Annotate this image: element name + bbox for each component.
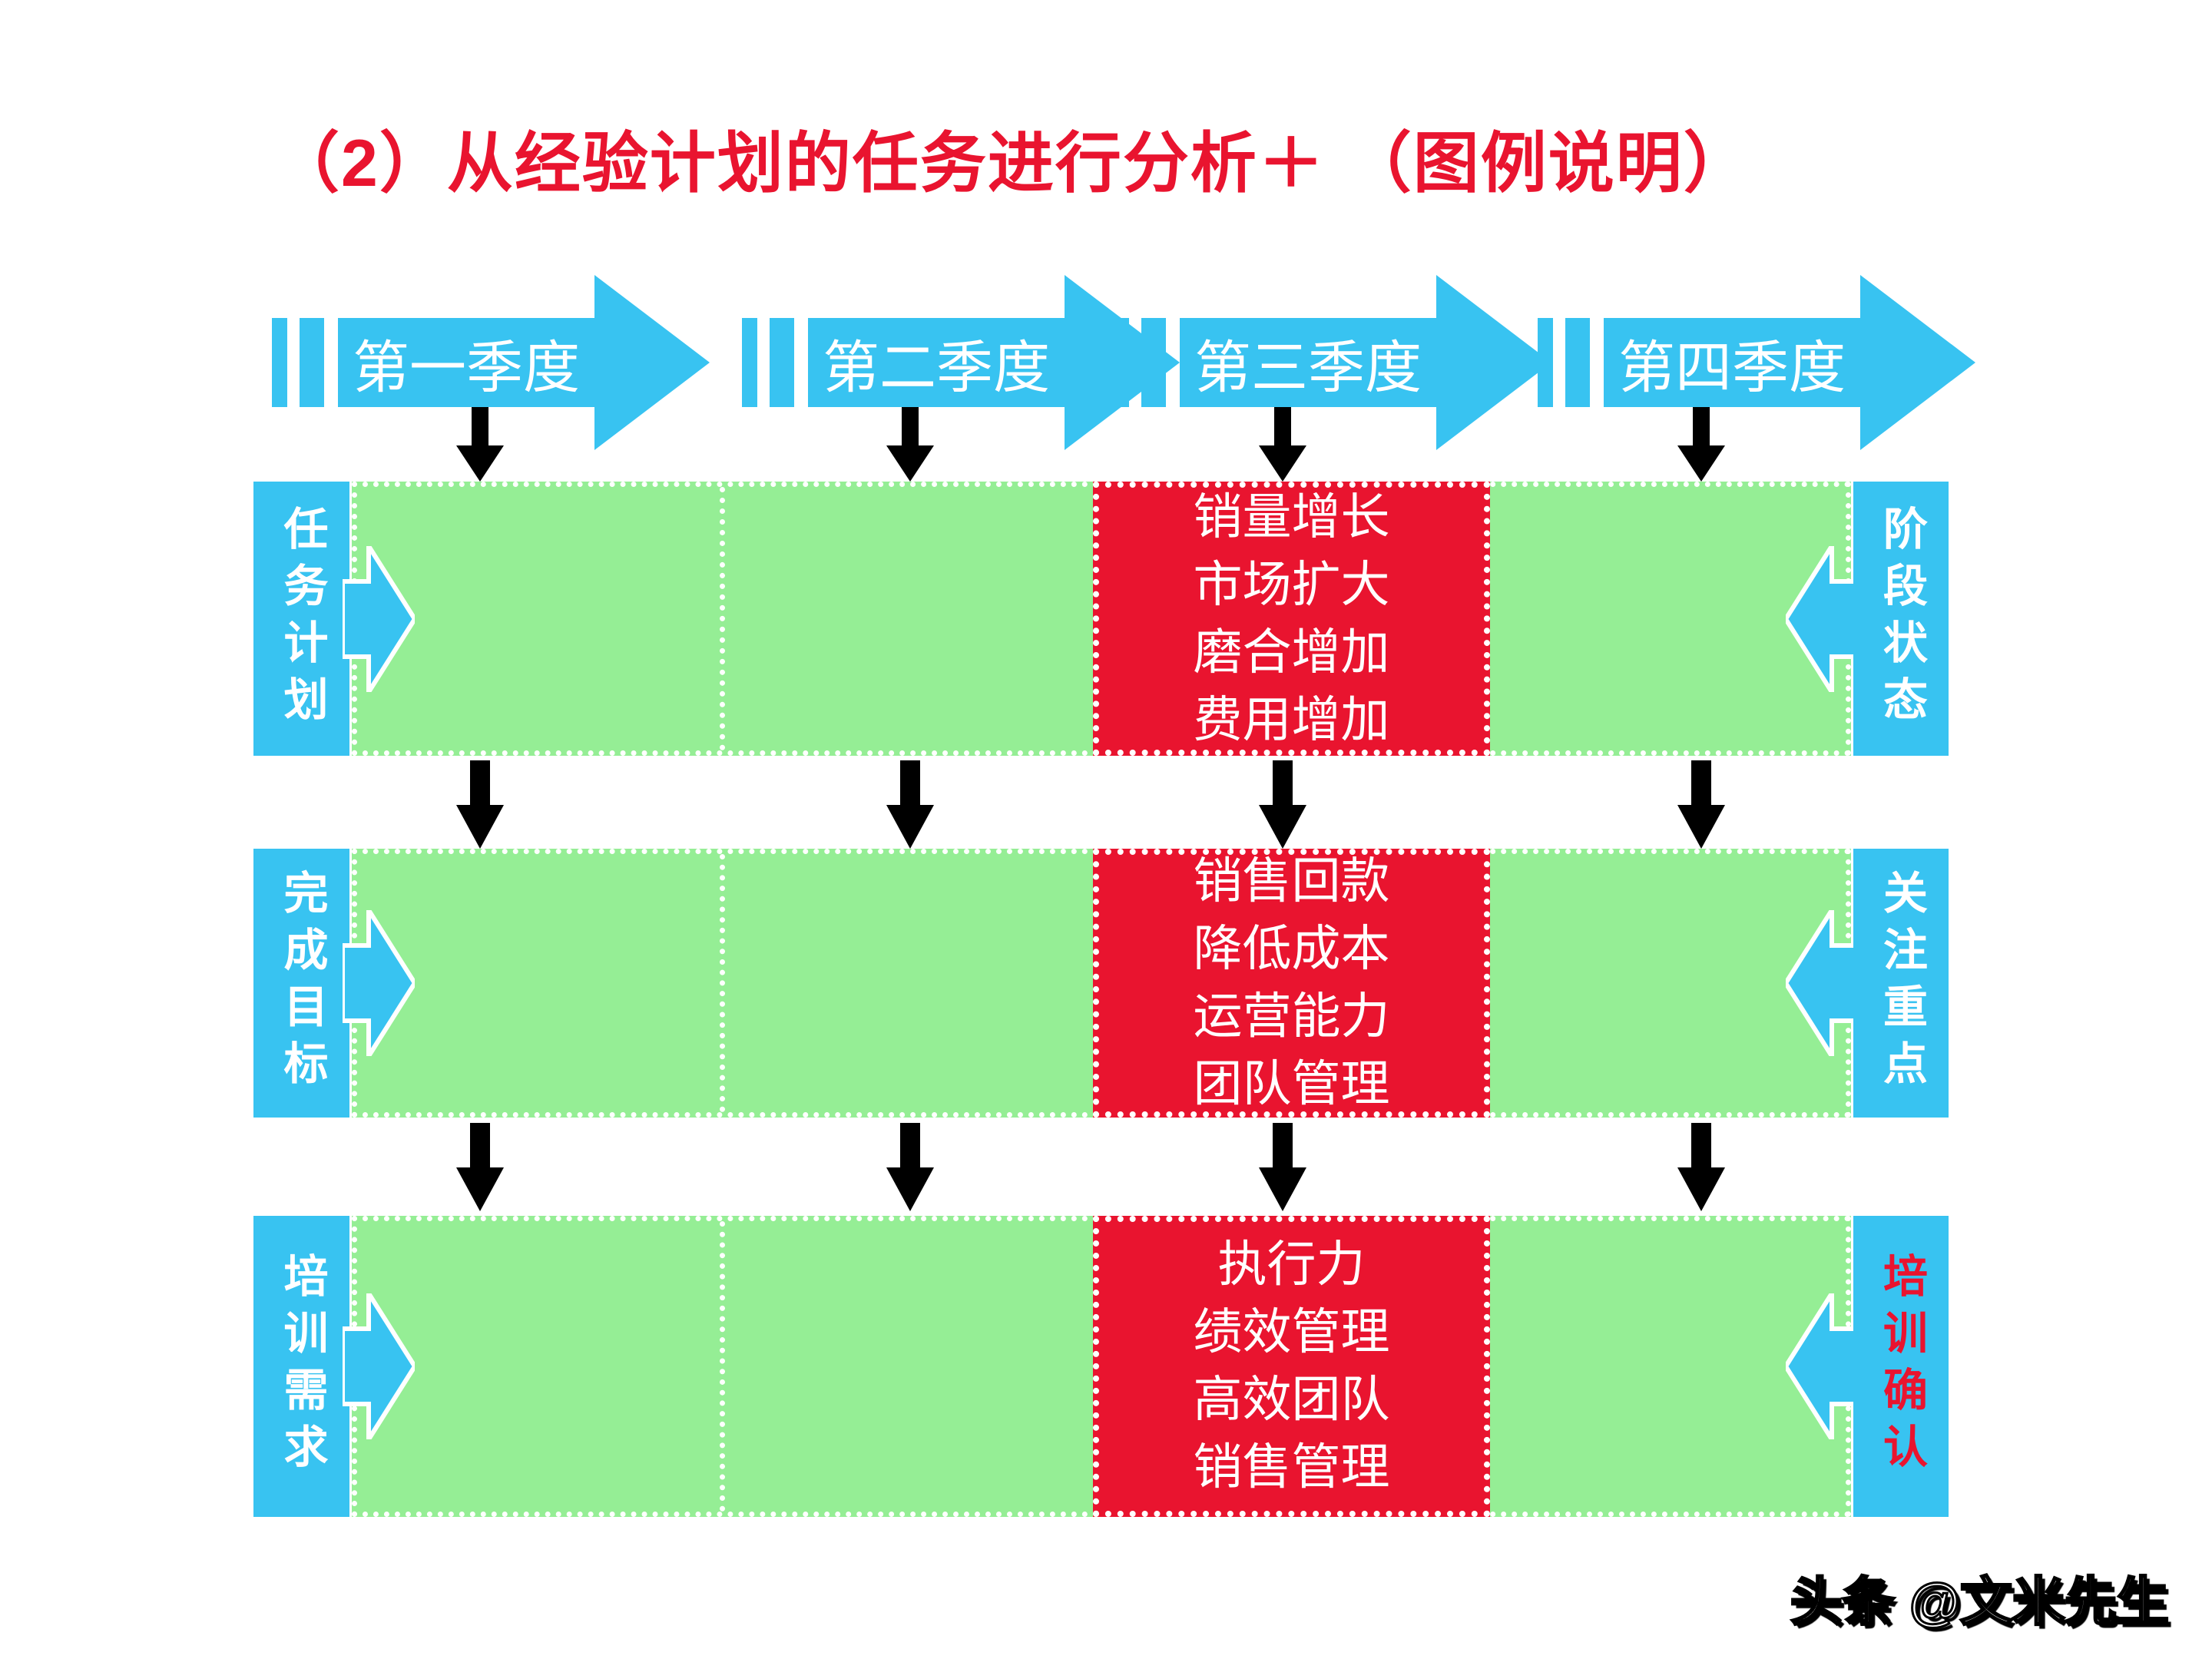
- left-label-goals: 完成目标: [253, 849, 349, 1118]
- quarter-label: 第四季度: [1618, 336, 1846, 400]
- decorative-bar-icon: [1114, 318, 1129, 407]
- quarter-label: 第二季度: [823, 336, 1050, 400]
- down-arrow-icon: [886, 760, 934, 849]
- quarter-label: 第一季度: [353, 336, 580, 400]
- right-label-stage-status: 阶段状态: [1853, 482, 1949, 756]
- left-chevron-icon: [1786, 545, 1858, 692]
- down-arrow-icon: [1259, 1123, 1306, 1211]
- quarter-divider: [720, 854, 725, 1112]
- row-goals: 完成目标 销售回款 降低成本 运营能力 团队管理 关注重点: [253, 849, 1949, 1118]
- highlight-item: 团队管理: [1193, 1057, 1390, 1111]
- right-label-training-confirm: 培训确认: [1853, 1216, 1949, 1517]
- quarter-arrow-body: 第一季度: [338, 318, 594, 407]
- quarter-arrow-q4: 第四季度: [1538, 0, 1983, 538]
- down-arrow-icon: [456, 760, 504, 849]
- highlight-box-q3: 销售回款 降低成本 运营能力 团队管理: [1093, 849, 1490, 1118]
- highlight-item: 市场扩大: [1193, 557, 1390, 612]
- arrow-head-icon: [1860, 275, 1975, 450]
- highlight-item: 销量增长: [1193, 489, 1390, 545]
- down-arrow-icon: [456, 1123, 504, 1211]
- down-arrow-icon: [886, 1123, 934, 1211]
- down-arrow-icon: [886, 407, 934, 482]
- quarter-arrow-body: 第三季度: [1180, 318, 1436, 407]
- decorative-bar-icon: [272, 318, 287, 407]
- left-label-text: 完成目标: [276, 869, 327, 1097]
- left-label-text: 任务计划: [276, 505, 327, 733]
- highlight-item: 费用增加: [1193, 692, 1390, 747]
- row-training: 培训需求 执行力 绩效管理 高效团队 销售管理 培训确认: [253, 1216, 1949, 1517]
- page-title: （2）从经验计划的任务进行分析＋ （图例说明）: [273, 127, 1751, 200]
- arrow-head-icon: [1436, 275, 1551, 450]
- left-label-task-plan: 任务计划: [253, 482, 349, 756]
- down-arrow-icon: [1259, 760, 1306, 849]
- right-chevron-icon: [343, 1293, 415, 1439]
- quarter-divider: [720, 487, 725, 750]
- right-label-text: 阶段状态: [1876, 505, 1926, 733]
- left-label-training-needs: 培训需求: [253, 1216, 349, 1517]
- right-chevron-icon: [343, 545, 415, 692]
- highlight-item: 销售回款: [1193, 854, 1390, 909]
- right-label-text: 关注重点: [1876, 869, 1926, 1097]
- quarter-arrow-q1: 第一季度: [272, 0, 717, 538]
- left-chevron-icon: [1786, 1293, 1858, 1439]
- quarter-arrow-q3: 第三季度: [1114, 0, 1559, 538]
- quarter-arrow-body: 第四季度: [1604, 318, 1860, 407]
- row-task-plan: 任务计划 销量增长 市场扩大 磨合增加 费用增加 阶段状态: [253, 482, 1949, 756]
- down-arrow-icon: [1677, 407, 1725, 482]
- decorative-bar-icon: [1565, 318, 1590, 407]
- highlight-item: 降低成本: [1193, 922, 1390, 976]
- highlight-item: 执行力: [1217, 1237, 1366, 1292]
- watermark: 头条 @文米先生: [1789, 1572, 2170, 1633]
- down-arrow-icon: [1677, 760, 1725, 849]
- highlight-item: 销售管理: [1193, 1440, 1390, 1495]
- quarter-label: 第三季度: [1194, 336, 1422, 400]
- highlight-item: 磨合增加: [1193, 624, 1390, 680]
- decorative-bar-icon: [300, 318, 324, 407]
- highlight-box-q3: 销量增长 市场扩大 磨合增加 费用增加: [1093, 482, 1490, 756]
- left-chevron-icon: [1786, 910, 1858, 1056]
- highlight-item: 绩效管理: [1193, 1305, 1390, 1359]
- highlight-item: 运营能力: [1193, 989, 1390, 1044]
- decorative-bar-icon: [770, 318, 794, 407]
- down-arrow-icon: [1259, 407, 1306, 482]
- right-label-text: 培训确认: [1876, 1253, 1926, 1480]
- decorative-bar-icon: [742, 318, 757, 407]
- quarter-divider: [720, 1221, 725, 1512]
- decorative-bar-icon: [1538, 318, 1553, 407]
- down-arrow-icon: [1677, 1123, 1725, 1211]
- right-label-focus: 关注重点: [1853, 849, 1949, 1118]
- highlight-box-q3: 执行力 绩效管理 高效团队 销售管理: [1093, 1216, 1490, 1517]
- highlight-item: 高效团队: [1193, 1373, 1390, 1427]
- quarter-arrow-body: 第二季度: [808, 318, 1065, 407]
- right-chevron-icon: [343, 910, 415, 1056]
- down-arrow-icon: [456, 407, 504, 482]
- left-label-text: 培训需求: [276, 1253, 327, 1480]
- decorative-bar-icon: [1141, 318, 1166, 407]
- arrow-head-icon: [594, 275, 710, 450]
